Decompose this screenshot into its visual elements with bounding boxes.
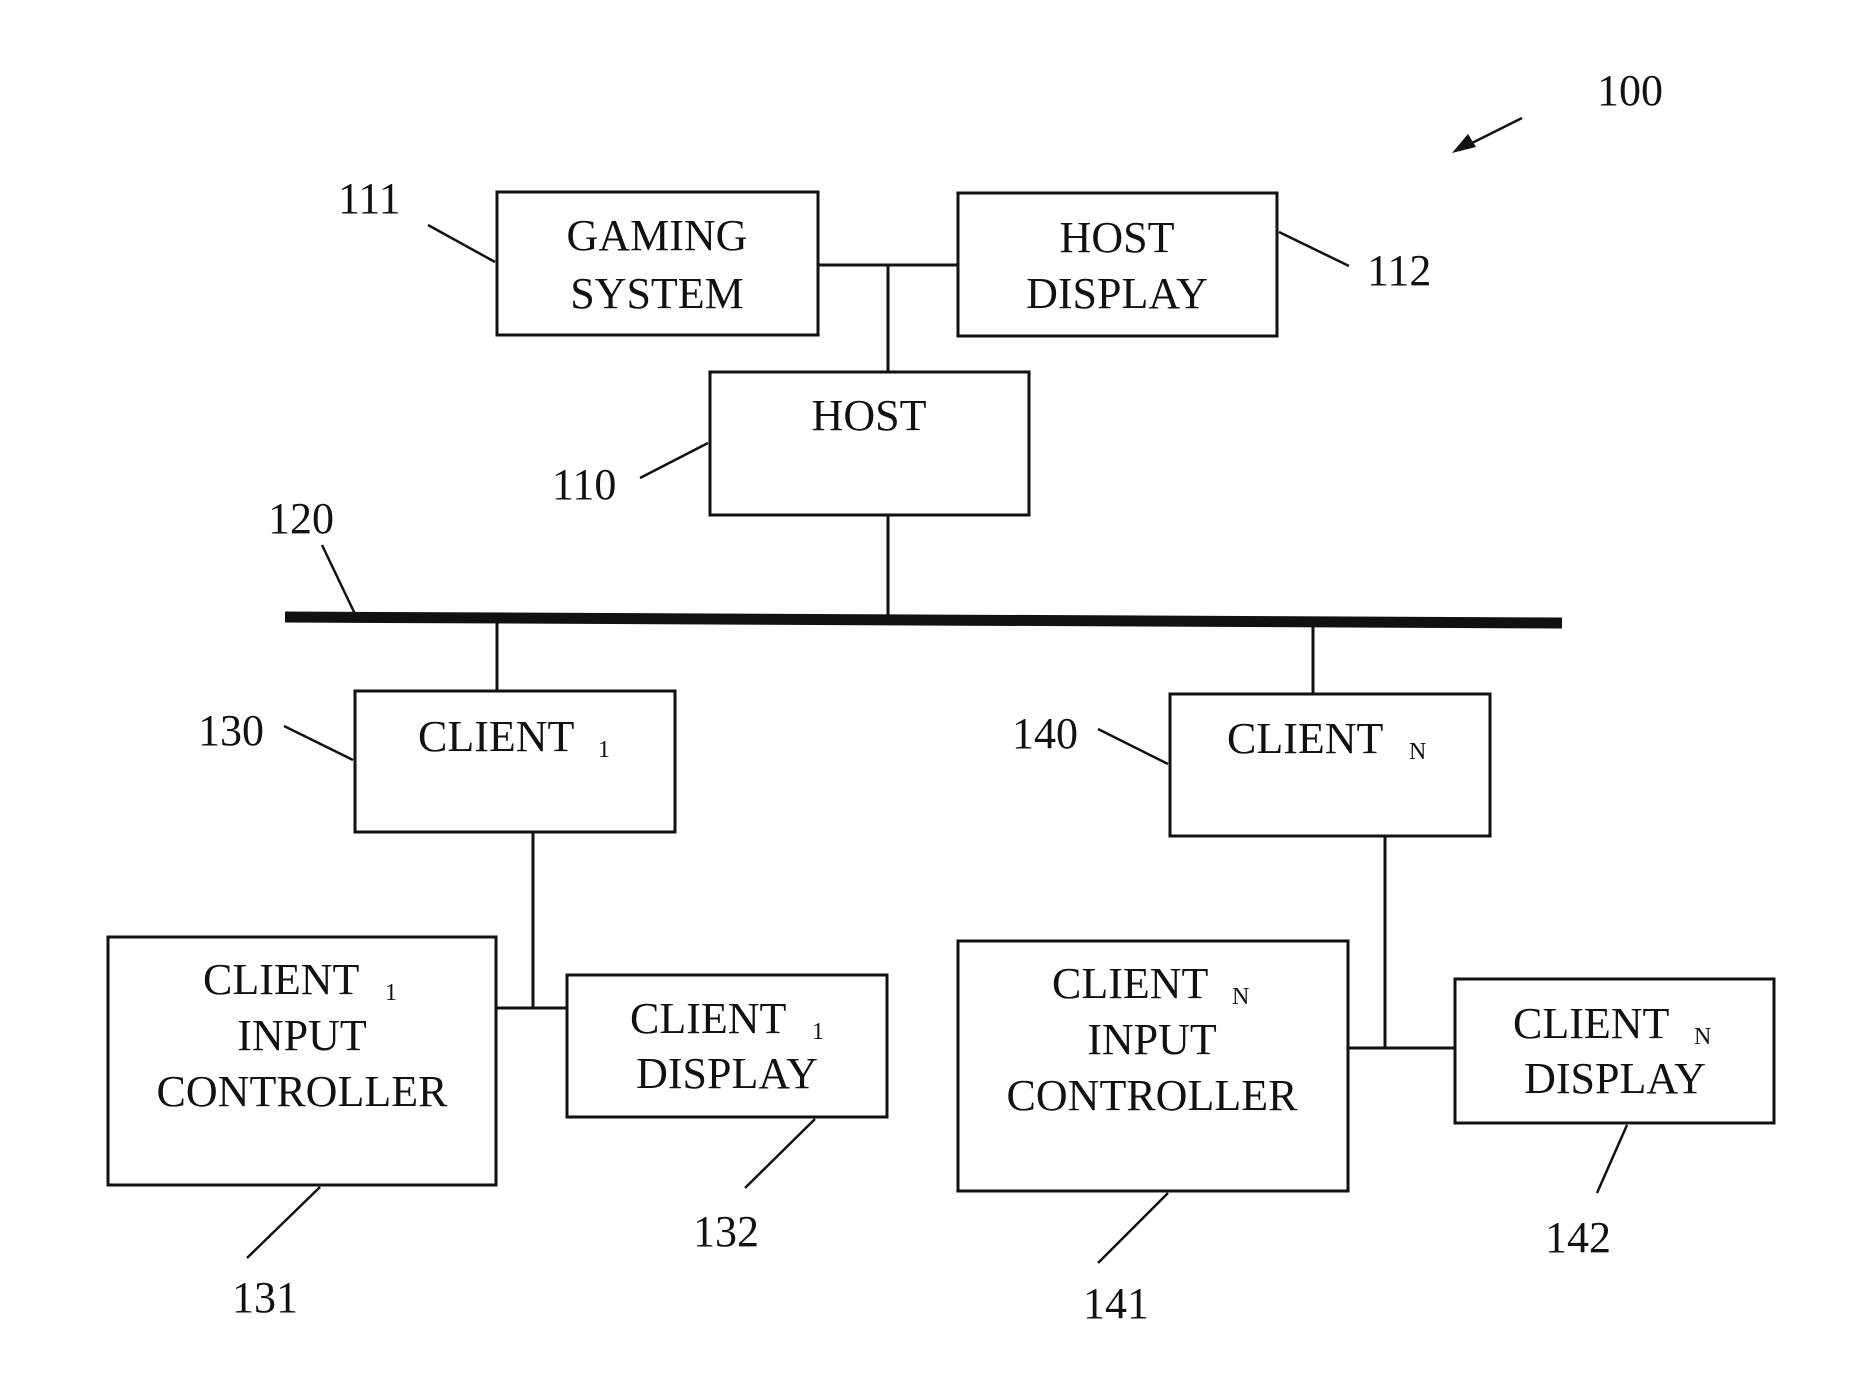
- host-leader: [640, 443, 708, 478]
- clientn-block: CLIENT N 140: [1012, 694, 1490, 836]
- gaming-system-leader: [428, 225, 495, 262]
- clientn-display-line2: DISPLAY: [1524, 1054, 1706, 1103]
- host-label: HOST: [812, 391, 927, 440]
- clientn-display-subscript: N: [1694, 1024, 1711, 1050]
- client1-display-leader: [745, 1119, 815, 1188]
- clientn-display-block: CLIENT N DISPLAY 142: [1455, 979, 1774, 1262]
- client1-display-line1: CLIENT: [630, 994, 787, 1043]
- client1-input-controller-line3: CONTROLLER: [157, 1067, 449, 1116]
- clientn-input-controller-ref: 141: [1083, 1279, 1149, 1328]
- clientn-leader: [1098, 729, 1168, 764]
- gaming-system-block: GAMING SYSTEM 111: [338, 174, 818, 335]
- clientn-label: CLIENT: [1227, 714, 1384, 763]
- host-display-label-line1: HOST: [1060, 213, 1175, 262]
- network-leader: [322, 545, 355, 614]
- client1-ref: 130: [198, 706, 264, 755]
- client1-display-line2: DISPLAY: [636, 1049, 818, 1098]
- gaming-system-ref: 111: [338, 174, 401, 223]
- client1-input-controller-line1: CLIENT: [203, 955, 360, 1004]
- gaming-system-label-line1: GAMING: [567, 211, 748, 260]
- network-ref: 120: [268, 494, 334, 543]
- network-line: [285, 617, 1562, 623]
- clientn-display-ref: 142: [1545, 1213, 1611, 1262]
- host-display-ref: 112: [1367, 246, 1431, 295]
- client1-input-controller-ref: 131: [232, 1273, 298, 1322]
- clientn-input-controller-subscript: N: [1232, 984, 1249, 1010]
- figure-ref-arrowhead: [1452, 134, 1476, 153]
- client1-display-subscript: 1: [812, 1019, 824, 1045]
- client1-display-ref: 132: [693, 1207, 759, 1256]
- clientn-input-controller-block: CLIENT N INPUT CONTROLLER 141: [958, 941, 1348, 1328]
- clientn-display-line1: CLIENT: [1513, 999, 1670, 1048]
- client1-input-controller-subscript: 1: [385, 980, 397, 1006]
- clientn-input-controller-line3: CONTROLLER: [1007, 1071, 1299, 1120]
- figure-ref-number: 100: [1597, 66, 1663, 115]
- client1-leader: [284, 726, 353, 760]
- host-display-label-line2: DISPLAY: [1026, 269, 1208, 318]
- client1-block: CLIENT 1 130: [198, 691, 675, 832]
- clientn-subscript: N: [1409, 739, 1426, 765]
- host-ref: 110: [552, 460, 616, 509]
- host-display-block: HOST DISPLAY 112: [958, 193, 1431, 336]
- client1-subscript: 1: [598, 737, 610, 763]
- client1-display-block: CLIENT 1 DISPLAY 132: [567, 975, 887, 1256]
- client1-input-controller-leader: [247, 1187, 320, 1258]
- host-display-leader: [1279, 232, 1349, 266]
- clientn-display-leader: [1597, 1125, 1627, 1193]
- host-block: HOST 110: [552, 372, 1029, 515]
- clientn-input-controller-leader: [1098, 1193, 1168, 1263]
- clientn-input-controller-line2: INPUT: [1087, 1015, 1217, 1064]
- figure-reference: 100: [1452, 66, 1663, 153]
- clientn-ref: 140: [1012, 709, 1078, 758]
- client1-label: CLIENT: [418, 712, 575, 761]
- client1-input-controller-line2: INPUT: [237, 1011, 367, 1060]
- client1-input-controller-block: CLIENT 1 INPUT CONTROLLER 131: [108, 937, 496, 1322]
- clientn-input-controller-line1: CLIENT: [1052, 959, 1209, 1008]
- gaming-system-label-line2: SYSTEM: [570, 269, 744, 318]
